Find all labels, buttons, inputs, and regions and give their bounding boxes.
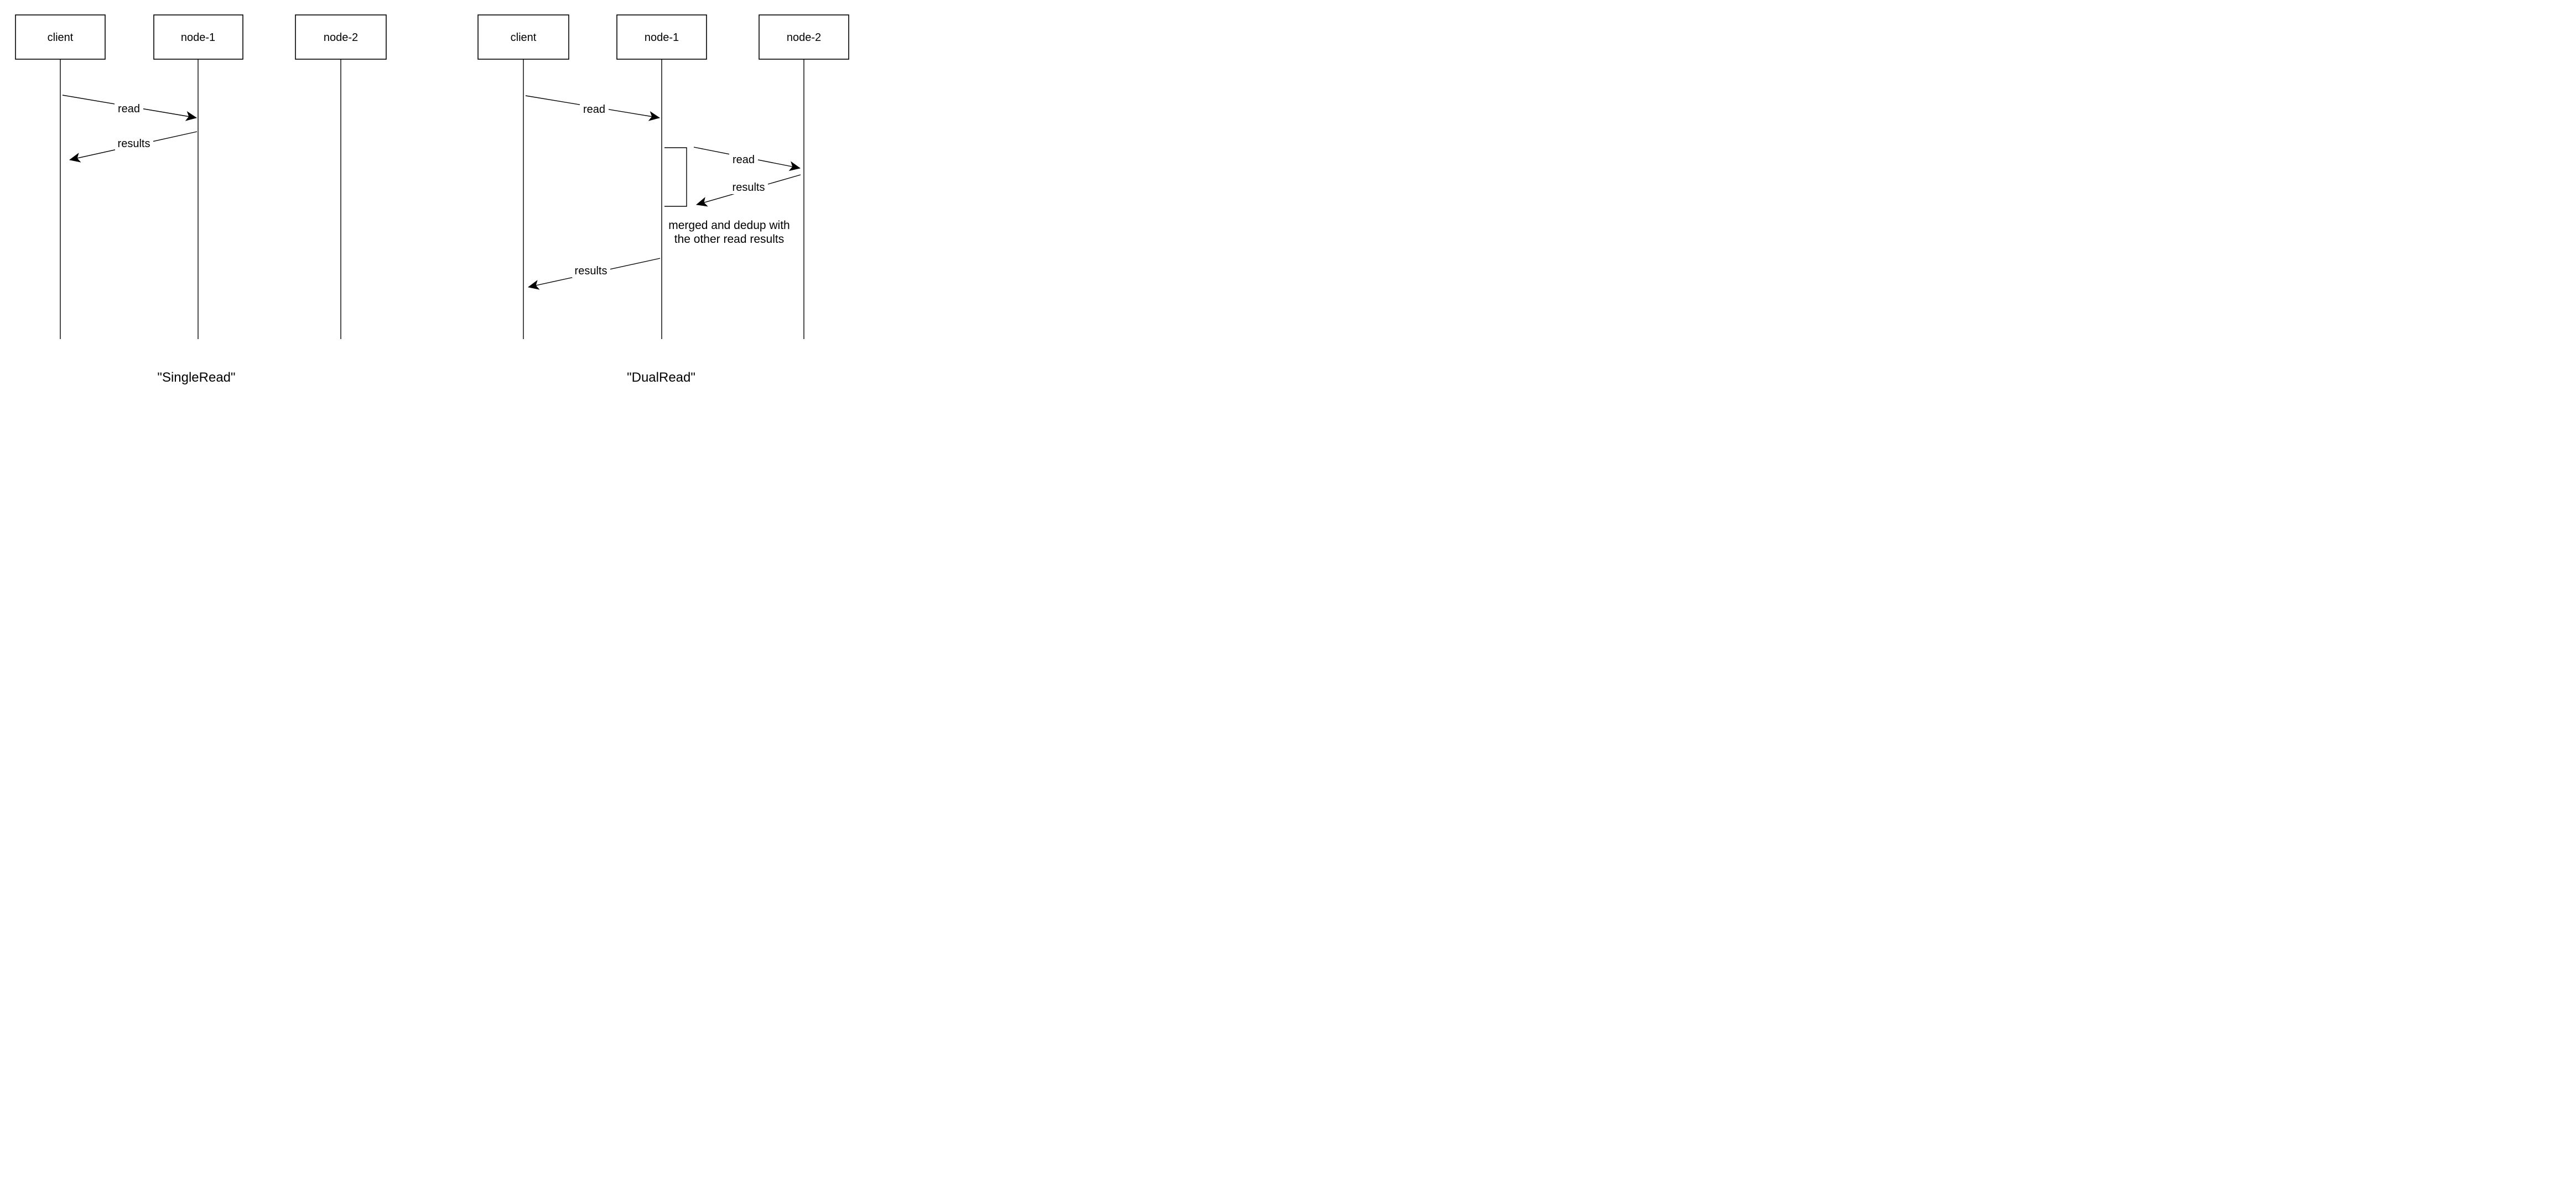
message-label-results-2: results	[733, 181, 765, 194]
message-label-read-1: read	[583, 103, 605, 116]
diagram-caption-singleread: "SingleRead"	[157, 370, 235, 385]
message-label-bg	[730, 180, 768, 194]
actor-label-node-2: node-2	[787, 32, 821, 44]
actor-label-node-1: node-1	[645, 32, 679, 44]
message-label-read-2: read	[733, 154, 755, 166]
message-label-results-1: results	[575, 265, 607, 277]
diagram-caption-dualread: "DualRead"	[627, 370, 695, 385]
actor-label-client: client	[511, 32, 537, 44]
actor-box-node-1	[153, 14, 243, 60]
actor-label-client: client	[48, 32, 74, 44]
sequence-diagram-canvas: client node-1 node-2 read results "Singl…	[0, 0, 859, 399]
actor-box-node-2	[759, 14, 849, 60]
singleread-diagram: client node-1 node-2 read results "Singl…	[15, 14, 387, 385]
message-label-bg	[729, 153, 758, 166]
actor-box-node-2	[295, 14, 387, 60]
message-label-bg	[115, 102, 143, 116]
actor-box-client	[15, 14, 106, 60]
dualread-diagram: client node-1 node-2 read read results m…	[477, 14, 849, 385]
note-line-2: the other read results	[674, 233, 784, 246]
note-line-1: merged and dedup with	[668, 219, 790, 232]
actor-label-node-2: node-2	[324, 32, 358, 44]
message-label-results: results	[118, 138, 150, 150]
message-label-bg	[572, 264, 610, 278]
actor-box-client	[477, 14, 569, 60]
message-label-bg	[115, 137, 153, 150]
actor-label-node-1: node-1	[181, 32, 215, 44]
message-label-read: read	[118, 103, 140, 115]
sequence-diagram-svg: client node-1 node-2 read results "Singl…	[15, 14, 849, 385]
message-label-bg	[580, 102, 609, 116]
actor-box-node-1	[616, 14, 707, 60]
activation-bracket-node-1	[664, 147, 687, 207]
